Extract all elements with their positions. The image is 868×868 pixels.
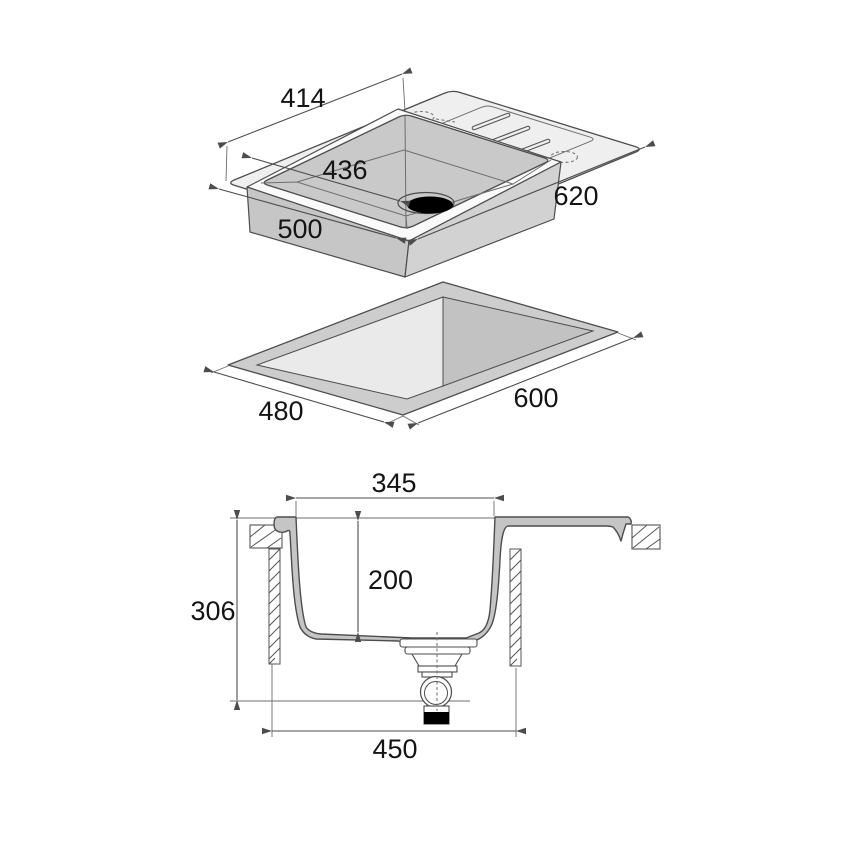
drain-assembly xyxy=(399,632,478,725)
cross-section-view: 345 200 306 450 xyxy=(190,468,661,764)
dim-line-600 xyxy=(407,331,644,430)
dim-line-500 xyxy=(208,183,407,244)
dim-line-414 xyxy=(217,67,413,149)
cabinet-wall-right xyxy=(509,548,522,667)
strainer-flange-upper xyxy=(399,638,478,648)
dim-ext-450 xyxy=(271,664,517,737)
countertop-block-right xyxy=(631,524,661,550)
trap-ball-inner xyxy=(424,681,448,705)
dim-ext-345 xyxy=(295,501,495,516)
dim-line-620 xyxy=(407,140,656,246)
dim-label-620: 620 xyxy=(553,181,598,211)
dim-label-345: 345 xyxy=(371,468,416,498)
cutout-view: 480 600 xyxy=(203,281,644,430)
dim-label-200: 200 xyxy=(368,565,413,595)
drainboard-groove xyxy=(491,125,531,144)
dim-ext-414 xyxy=(225,77,406,182)
dim-label-480: 480 xyxy=(258,396,303,426)
cabinet-wall-left xyxy=(268,548,281,665)
dim-label-450: 450 xyxy=(372,734,417,764)
hatch-right-wall xyxy=(509,548,522,667)
section-profile xyxy=(273,516,632,644)
hatch-left-wall xyxy=(268,548,281,665)
isometric-view: 414 436 620 500 xyxy=(208,67,656,278)
drainboard-groove xyxy=(471,112,511,131)
dim-label-414: 414 xyxy=(280,83,325,113)
hatch-right-block xyxy=(631,524,661,550)
drain-hole xyxy=(407,196,453,214)
dim-label-306: 306 xyxy=(190,596,235,626)
dim-label-600: 600 xyxy=(513,383,558,413)
dim-label-436: 436 xyxy=(322,155,367,185)
dim-line-480 xyxy=(203,366,395,428)
dim-label-500: 500 xyxy=(277,214,322,244)
waste-pipe-end xyxy=(424,712,449,724)
